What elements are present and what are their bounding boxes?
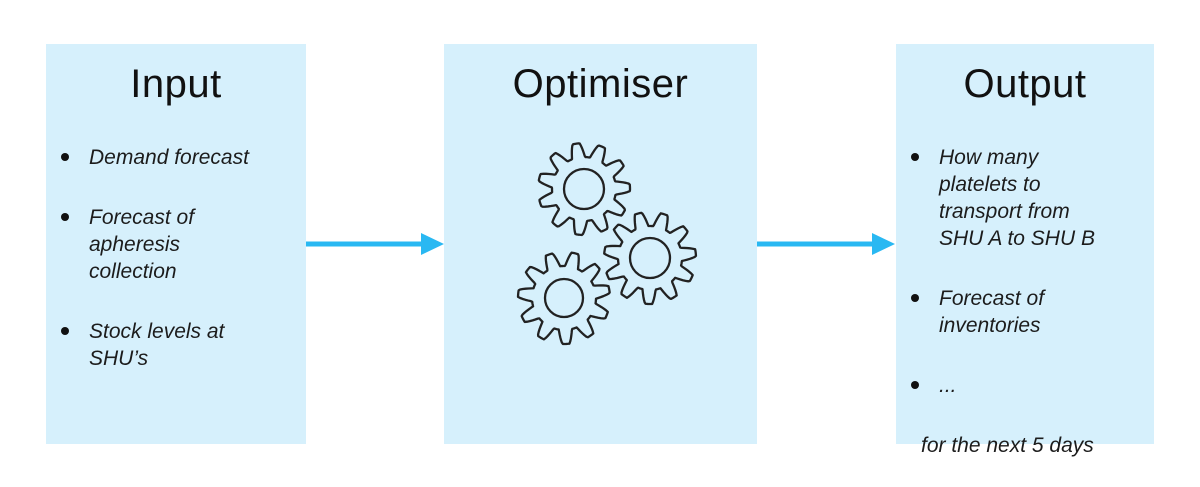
bullet-text: Forecast of inventories <box>939 287 1045 337</box>
optimiser-box: Optimiser <box>444 44 757 444</box>
arrowhead-icon <box>872 233 895 255</box>
input-bullet-list: Demand forecast Forecast of apheresis co… <box>46 144 306 372</box>
flow-arrow-optimiser-to-output <box>757 233 895 255</box>
gear-right-icon <box>603 211 698 306</box>
list-item: Forecast of inventories <box>896 285 1154 339</box>
output-bullet-list: How many platelets to transport from SHU… <box>896 144 1154 399</box>
bullet-text: Stock levels at SHU’s <box>89 320 225 370</box>
bullet-dot <box>911 153 919 161</box>
input-box: Input Demand forecast Forecast of aphere… <box>46 44 306 444</box>
list-item: Stock levels at SHU’s <box>46 318 306 372</box>
arrowhead-icon <box>421 233 444 255</box>
list-item: Demand forecast <box>46 144 306 171</box>
list-item: Forecast of apheresis collection <box>46 204 306 285</box>
gear-bottom-hole <box>543 277 585 319</box>
flow-arrow-input-to-optimiser <box>306 233 444 255</box>
bullet-dot <box>61 153 69 161</box>
gears-icon <box>516 142 698 346</box>
gear-top-hole <box>562 167 606 211</box>
bullet-text: Forecast of apheresis collection <box>89 206 195 283</box>
gear-bottom-icon <box>516 251 611 346</box>
bullet-dot <box>61 327 69 335</box>
output-title: Output <box>963 62 1087 106</box>
output-box: Output How many platelets to transport f… <box>896 44 1154 457</box>
list-item: How many platelets to transport from SHU… <box>896 144 1154 252</box>
list-item: ... <box>896 372 1154 399</box>
bullet-dot <box>61 213 69 221</box>
gear-right-hole <box>628 236 672 280</box>
gear-top-icon <box>537 142 632 237</box>
output-footnote: for the next 5 days <box>921 434 1094 457</box>
bullet-text: How many platelets to transport from SHU… <box>939 146 1095 250</box>
bullet-text: Demand forecast <box>89 146 249 169</box>
optimiser-title: Optimiser <box>512 62 689 106</box>
input-title: Input <box>130 62 222 106</box>
bullet-dot <box>911 381 919 389</box>
bullet-dot <box>911 294 919 302</box>
bullet-text: ... <box>939 374 957 397</box>
